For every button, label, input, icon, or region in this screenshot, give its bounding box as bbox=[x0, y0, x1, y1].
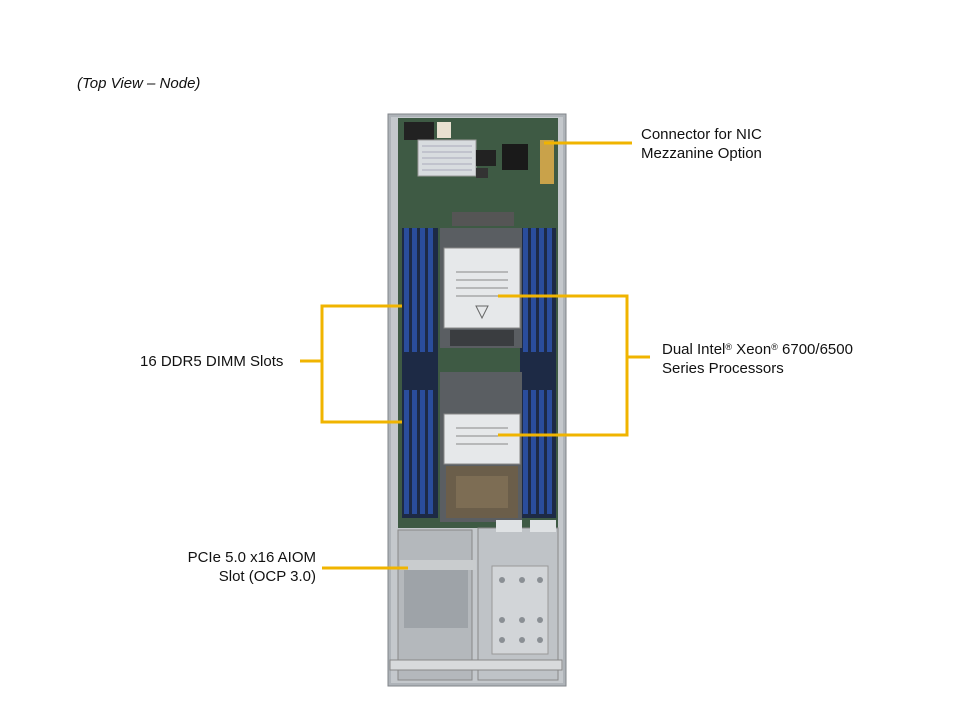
callout-lines bbox=[300, 141, 650, 570]
aiom-slot-label: PCIe 5.0 x16 AIOM Slot (OCP 3.0) bbox=[187, 549, 316, 585]
nic-connector-label: Connector for NIC Mezzanine Option bbox=[641, 126, 762, 162]
cpu-heatsink-2 bbox=[440, 372, 522, 522]
aiom-slot bbox=[389, 520, 563, 681]
view-caption: (Top View – Node) bbox=[77, 75, 201, 92]
dimm-slots-label: 16 DDR5 DIMM Slots bbox=[140, 353, 284, 370]
cpu-heatsink-1 bbox=[440, 228, 522, 348]
dimm-slots bbox=[402, 228, 556, 518]
callout-line-dimm bbox=[320, 304, 402, 424]
callout-line-cpu bbox=[498, 294, 629, 437]
cpu-label: Dual Intel® Xeon® 6700/6500 Series Proce… bbox=[662, 341, 853, 377]
